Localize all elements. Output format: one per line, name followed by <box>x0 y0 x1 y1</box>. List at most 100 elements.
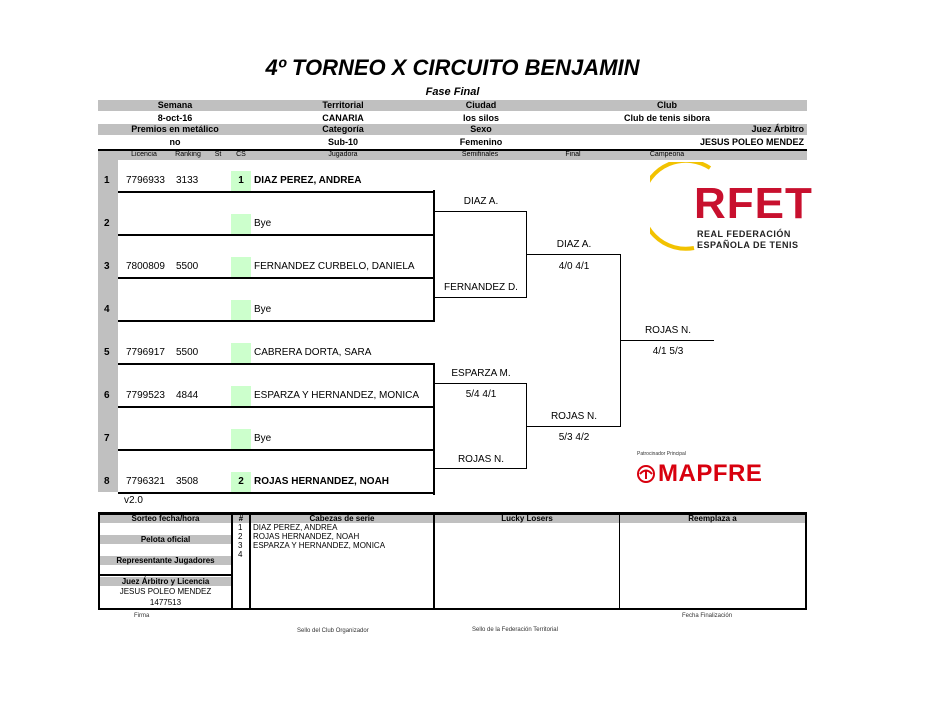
footer-divider <box>433 512 435 610</box>
row-line <box>118 191 434 193</box>
juez-border <box>100 574 231 576</box>
sexo-value: Femenino <box>459 137 503 147</box>
footer-firma: Firma <box>134 613 150 619</box>
cs-cell <box>231 214 251 234</box>
cs-cell <box>231 386 251 406</box>
row-line <box>118 363 434 365</box>
col-cs: CS <box>236 151 246 158</box>
juez-band <box>100 577 231 586</box>
player-name: CABRERA DORTA, SARA <box>254 347 372 358</box>
footer-cabezas: Cabezas de serie <box>309 514 375 523</box>
row-number: 3 <box>104 261 110 272</box>
player-ranking: 3133 <box>176 175 199 186</box>
cs-cell <box>231 257 251 277</box>
footer-juez-name: JESUS POLEO MENDEZ <box>119 587 212 596</box>
mapfre-icon <box>637 465 655 483</box>
sponsor-label: Patrocinador Principal <box>637 451 686 457</box>
semi-name-4: ROJAS N. <box>457 454 505 465</box>
seed-number: 4 <box>238 550 243 559</box>
row-line <box>118 320 434 322</box>
header-band-2 <box>98 124 807 135</box>
final-score-1: 4/0 4/1 <box>558 261 590 272</box>
cs-cell <box>231 429 251 449</box>
row-line <box>118 492 434 494</box>
seed-name: ESPARZA Y HERNANDEZ, MONICA <box>253 541 386 550</box>
seed-name: ROJAS HERNANDEZ, NOAH <box>253 532 360 541</box>
footer-sello-club: Sello del Club Organizador <box>297 628 369 634</box>
footer-representante: Representante Jugadores <box>116 556 215 565</box>
semi-score-3: 5/4 4/1 <box>465 389 497 400</box>
col-campeona: Campeona <box>649 151 685 158</box>
player-cs: 2 <box>238 476 244 487</box>
cs-cell <box>231 472 251 492</box>
page-title: 4º TORNEO X CIRCUITO BENJAMIN <box>265 55 640 80</box>
player-licencia: 7796917 <box>126 347 165 358</box>
player-licencia: 7796321 <box>126 476 165 487</box>
col-semifinales: Semifinales <box>461 151 499 158</box>
column-header-band <box>98 151 807 160</box>
final-score-2: 5/3 4/2 <box>558 432 590 443</box>
row-number: 7 <box>104 433 110 444</box>
player-licencia: 7796933 <box>126 175 165 186</box>
final-name-1: DIAZ A. <box>556 239 592 250</box>
final-line-1 <box>526 254 621 255</box>
player-licencia: 7800809 <box>126 261 165 272</box>
player-name: Bye <box>254 304 272 315</box>
semi-name-2: FERNANDEZ D. <box>444 282 518 293</box>
pelota-band <box>100 535 231 544</box>
cs-cell <box>231 343 251 363</box>
seed-number: 3 <box>238 541 243 550</box>
row-number: 4 <box>104 304 110 315</box>
version: v2.0 <box>124 495 143 506</box>
footer-right-border <box>805 512 807 610</box>
row-number: 2 <box>104 218 110 229</box>
footer-lucky: Lucky Losers <box>501 514 553 523</box>
footer-sello-fed: Sello de la Federación Territorial <box>472 627 558 633</box>
row-line <box>118 449 434 451</box>
footer-top-border <box>98 512 807 515</box>
player-licencia: 7799523 <box>126 390 165 401</box>
semi-name-3: ESPARZA M. <box>451 368 511 379</box>
rfet-logo <box>650 162 712 251</box>
footer-divider <box>231 512 233 610</box>
player-ranking: 4844 <box>176 390 199 401</box>
cs-cell <box>231 171 251 191</box>
col-ranking: Ranking <box>175 151 201 158</box>
footer-pelota: Pelota oficial <box>140 535 191 544</box>
col-final: Final <box>565 151 581 158</box>
row-number-column <box>98 160 118 492</box>
player-name: FERNANDEZ CURBELO, DANIELA <box>254 261 415 272</box>
juez-label: Juez Árbitro <box>751 124 804 134</box>
footer-divider <box>249 512 251 610</box>
player-ranking: 5500 <box>176 347 199 358</box>
footer-left-border <box>98 512 100 610</box>
row-number: 8 <box>104 476 110 487</box>
seed-number: 1 <box>238 523 243 532</box>
player-ranking: 5500 <box>176 261 199 272</box>
champion-name: ROJAS N. <box>644 325 692 336</box>
cs-cell <box>231 300 251 320</box>
page-subtitle: Fase Final <box>425 86 480 98</box>
player-name: ESPARZA Y HERNANDEZ, MONICA <box>254 390 420 401</box>
seed-name: DIAZ PEREZ, ANDREA <box>253 523 338 532</box>
final-line-2 <box>526 426 621 427</box>
divider <box>98 149 807 151</box>
row-number: 5 <box>104 347 110 358</box>
player-name: Bye <box>254 218 272 229</box>
row-number: 6 <box>104 390 110 401</box>
footer-bottom-border <box>98 608 807 610</box>
rfet-arc <box>650 162 712 251</box>
sexo-label: Sexo <box>470 124 492 134</box>
categoria-value: Sub-10 <box>327 137 358 147</box>
club-value: Club de tenis sibora <box>623 113 710 123</box>
semi-line-3 <box>433 383 527 384</box>
footer-juez-num: 1477513 <box>149 598 182 607</box>
semi-name-1: DIAZ A. <box>463 196 499 207</box>
row-number: 1 <box>104 175 110 186</box>
ciudad-value: los silos <box>462 113 499 123</box>
rfet-line-1: REAL FEDERACIÓN <box>697 229 791 239</box>
premios-value: no <box>169 137 181 147</box>
seed-number: 2 <box>238 532 243 541</box>
sponsor-name: MAPFRE <box>658 460 763 487</box>
ciudad-label: Ciudad <box>465 100 497 110</box>
